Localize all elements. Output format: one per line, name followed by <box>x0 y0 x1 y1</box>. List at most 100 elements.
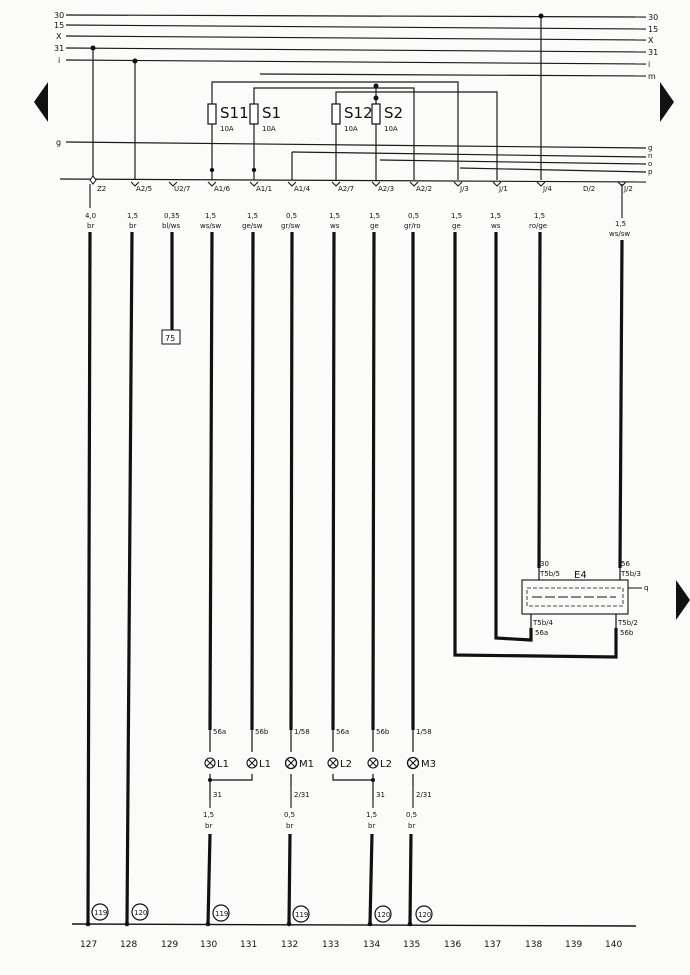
lamp-label: M3 <box>421 759 436 770</box>
wire-size-label: 1,5 <box>534 212 545 220</box>
light-switch-e4: E4 30 T5b/5 56 T5b/3 T5b/4 56a T5b/2 56b… <box>521 560 648 637</box>
connector-a2-7: A2/7 <box>338 185 354 193</box>
wire-col-137 <box>494 232 533 642</box>
ground-point-circle <box>374 905 392 923</box>
ground-points: 119 120 119 119 120 120 <box>91 903 433 923</box>
connector-rail <box>59 178 647 183</box>
bus-line-o <box>379 159 647 165</box>
wire-color-label: ws/sw <box>200 222 221 230</box>
feed-wire-s1 <box>253 87 415 180</box>
wire-size-label: 4,0 <box>85 212 96 220</box>
wire-color-label: br <box>205 822 212 830</box>
wire-color-label: ge/sw <box>242 222 263 230</box>
ground-point-label: 119 <box>295 911 308 919</box>
wire-col-128 <box>125 231 134 925</box>
lower-wire-labels: 1,5 br 0,5 br 1,5 br 0,5 br <box>203 811 417 830</box>
bus-label-right-m: m <box>648 72 656 81</box>
bus-line-31 <box>65 47 647 53</box>
bus-labels-right: 30 15 X 31 i m g n o p <box>648 13 658 176</box>
fuse-s1-body <box>249 103 259 125</box>
lamp-junction-dots <box>208 778 375 782</box>
wire-size-label: 1,5 <box>127 212 138 220</box>
bus-label-right-15: 15 <box>648 25 658 34</box>
lamp-pin-label: 1/58 <box>294 728 310 736</box>
fuses: S11 10A S1 10A S12 10A S2 10A <box>207 103 403 133</box>
bus-label-left-15: 15 <box>54 21 64 30</box>
wire-color-label: ge <box>452 222 461 230</box>
wire-size-label: 1,5 <box>329 212 340 220</box>
connector-labels: Z2 A2/5 U2/7 A1/6 A1/1 A1/4 A2/7 A2/3 A2… <box>97 185 633 193</box>
connector-a2-2: A2/2 <box>416 185 432 193</box>
continue-right-arrow-icon[interactable] <box>676 580 690 620</box>
switch-pin-label: T5b/3 <box>620 570 641 578</box>
connector-marker <box>207 181 217 187</box>
switch-pin-label: 56b <box>620 629 634 637</box>
lower-wire-130 <box>206 833 212 925</box>
lamp-cross <box>286 758 296 768</box>
ground-point-circle <box>91 903 109 921</box>
bus-line-n <box>291 151 647 158</box>
wire-color-label: ws <box>491 222 501 230</box>
junction-dot <box>208 778 212 782</box>
column-number: 134 <box>363 940 380 950</box>
lamp-cross <box>408 758 418 768</box>
wire-size-label: 1,5 <box>203 811 214 819</box>
switch-pin-label: 30 <box>540 560 549 568</box>
switch-e4-label: E4 <box>574 570 587 581</box>
wire-size-label: 1,5 <box>205 212 216 220</box>
connector-marker-z2 <box>89 175 97 185</box>
junction-dot <box>538 13 544 19</box>
ground-point-circle <box>212 904 230 922</box>
column-number: 130 <box>200 940 217 950</box>
lamp-l1-left: L1 <box>204 757 229 770</box>
ground-point: 119 <box>91 903 109 921</box>
prev-page-arrow-icon[interactable] <box>34 82 48 122</box>
connector-a1-1: A1/1 <box>256 185 272 193</box>
lamp-pin-top-labels: 56a 56b 1/58 56a 56b 1/58 <box>213 728 432 736</box>
wire-size-label: 0,5 <box>406 811 417 819</box>
wire-color-label: ws <box>330 222 340 230</box>
fuse-s2-body <box>371 103 381 125</box>
column-number: 131 <box>240 940 257 950</box>
lamp-m3: M3 <box>406 756 436 770</box>
switch-e4-inner <box>526 587 624 607</box>
ground-point-circle <box>131 903 149 921</box>
switch-pin-label: 56 <box>621 560 630 568</box>
column-number: 139 <box>565 940 582 950</box>
junction-dot <box>85 921 91 927</box>
wire-color-label: gr/ro <box>404 222 421 230</box>
wire-color-label: br <box>87 222 94 230</box>
column-number: 137 <box>484 940 501 950</box>
connector-a1-4: A1/4 <box>294 185 311 193</box>
column-number: 132 <box>281 940 298 950</box>
ref-box-label: 75 <box>165 334 175 343</box>
switch-pin-label: T5b/5 <box>539 570 560 578</box>
connector-marker <box>287 181 297 187</box>
rail-drops <box>89 184 623 218</box>
wire-labels: 4,0 br 1,5 br 0,35 bl/ws 1,5 ws/sw 1,5 g… <box>85 212 630 238</box>
ground-point-circle <box>292 905 310 923</box>
wire-size-label: 1,5 <box>247 212 258 220</box>
fuse-s12: S12 10A <box>331 103 373 133</box>
ground-point-circle <box>415 905 433 923</box>
connector-marker <box>130 181 140 187</box>
next-page-arrow-icon[interactable] <box>660 82 674 122</box>
switch-e4-housing <box>521 579 629 615</box>
wire-color-label: br <box>129 222 136 230</box>
column-number: 129 <box>161 940 178 950</box>
ground-point-label: 119 <box>94 909 107 917</box>
lamp-pin-label: 2/31 <box>416 791 432 799</box>
wire-color-label: gr/sw <box>281 222 300 230</box>
connector-marker <box>453 181 463 187</box>
junction-dot <box>124 921 130 927</box>
lower-wire-132 <box>287 833 292 925</box>
lamp-cross <box>329 759 337 767</box>
bus-lines <box>59 14 647 183</box>
lamp-ground-link <box>209 774 253 781</box>
junction-dots <box>90 13 544 173</box>
connector-marker <box>536 181 546 187</box>
fuse-s1-rating: 10A <box>262 125 276 133</box>
lamp-wiring <box>209 730 414 800</box>
bus-label-right-x: X <box>648 36 654 45</box>
